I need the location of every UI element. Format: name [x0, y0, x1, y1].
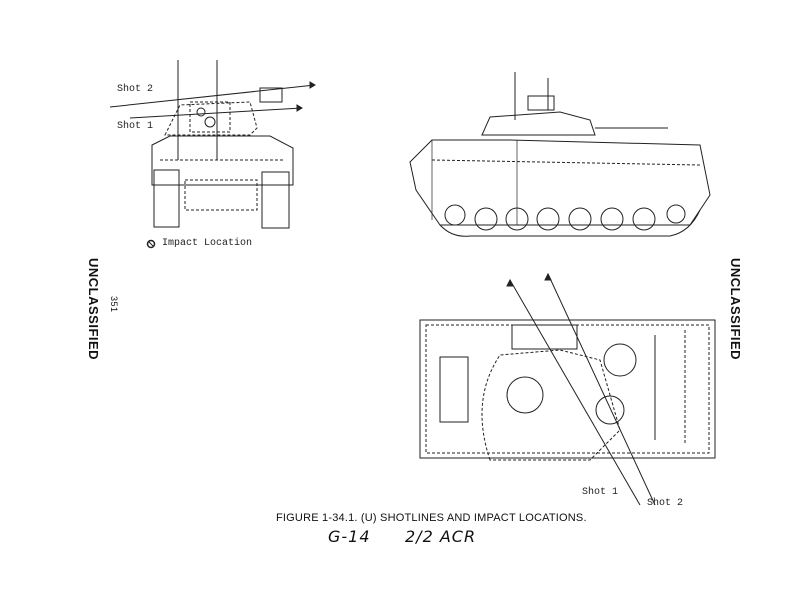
page-number: 351 [109, 296, 119, 313]
front-view-drawing [109, 60, 316, 229]
shot-2-label-top: Shot 2 [647, 498, 684, 509]
side-view-drawing [409, 72, 711, 237]
handwritten-code: G-14 [328, 527, 371, 546]
impact-location-icon [146, 239, 156, 249]
classification-marking-right: UNCLASSIFIED [728, 258, 743, 361]
handwritten-unit: 2/2 ACR [405, 527, 477, 546]
figure-caption: FIGURE 1-34.1. (U) SHOTLINES AND IMPACT … [276, 512, 587, 524]
classification-marking-left: UNCLASSIFIED [86, 258, 101, 361]
impact-location-legend: Impact Location [162, 238, 253, 249]
shot-2-label-front: Shot 2 [117, 84, 154, 95]
top-view-drawing [419, 272, 716, 506]
shot-1-label-top: Shot 1 [582, 487, 619, 498]
shot-1-label-front: Shot 1 [117, 121, 154, 132]
